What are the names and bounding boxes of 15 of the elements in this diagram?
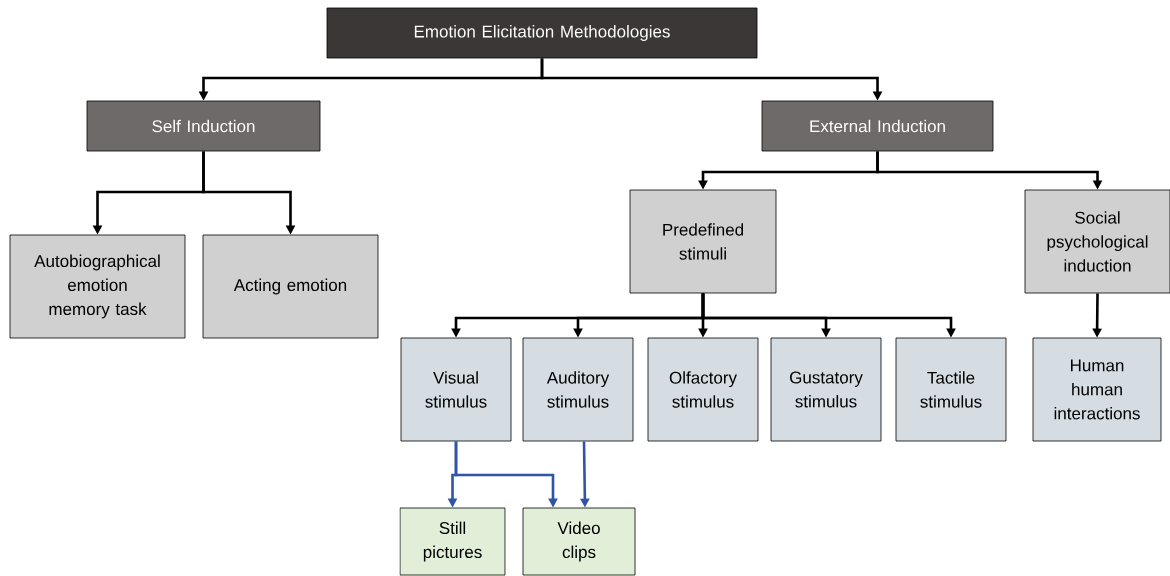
method-box: Autobiographical emotion memory task <box>9 234 186 339</box>
category-box: Self Induction <box>86 100 321 152</box>
heading-box: Emotion Elicitation Methodologies <box>326 7 758 59</box>
method-box: Predefined stimuli <box>629 189 777 294</box>
stimulus-box: Gustatory stimulus <box>770 337 882 442</box>
media-box: Video clips <box>522 507 636 576</box>
category-box: External Induction <box>761 100 994 152</box>
stimulus-box: Human human interactions <box>1032 337 1162 442</box>
stimulus-box: Auditory stimulus <box>522 337 634 442</box>
method-box: Acting emotion <box>202 234 379 339</box>
method-box: Social psychological induction <box>1024 189 1170 294</box>
media-box: Still pictures <box>399 507 506 576</box>
stimulus-box: Olfactory stimulus <box>647 337 759 442</box>
stimulus-box: Tactile stimulus <box>895 337 1007 442</box>
stimulus-box: Visual stimulus <box>400 337 512 442</box>
